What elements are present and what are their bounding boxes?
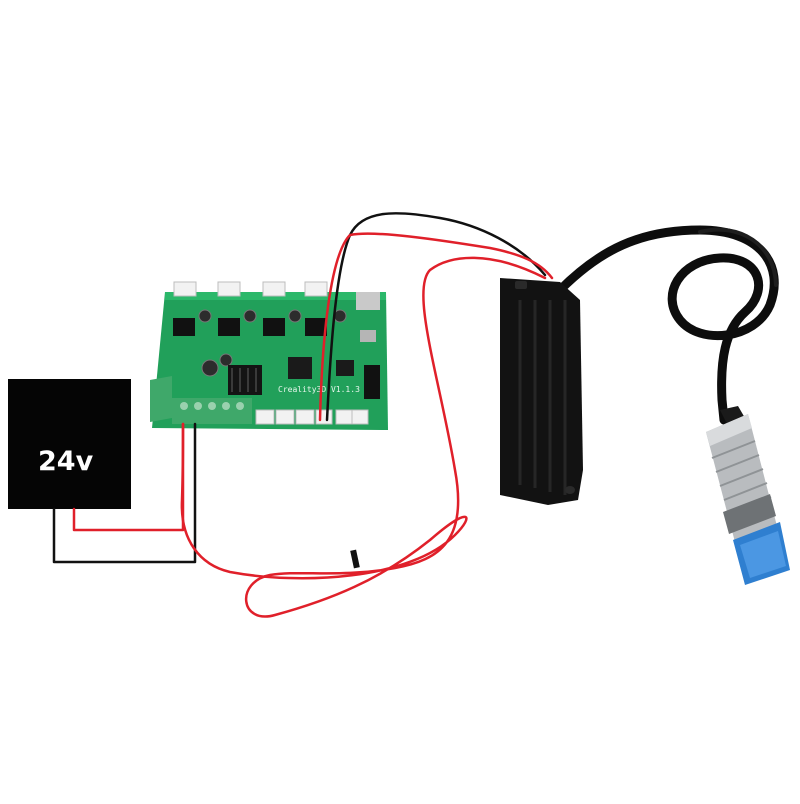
power-supply-label: 24v [38,446,94,477]
sensor-cable [555,225,779,425]
power-supply [8,379,131,509]
wires [52,212,554,618]
board-silkscreen: Creality3D V1.1.3 [278,385,360,394]
proximity-sensor [706,406,790,585]
adapter-module [500,278,583,505]
adapter-return-wire [180,256,547,618]
psu-negative-wire [52,422,197,564]
cable-tie [350,549,360,569]
mainboard: Creality3D V1.1.3 [150,281,388,430]
board-to-adapter-black [325,212,547,422]
board-to-adapter-red [318,232,554,422]
